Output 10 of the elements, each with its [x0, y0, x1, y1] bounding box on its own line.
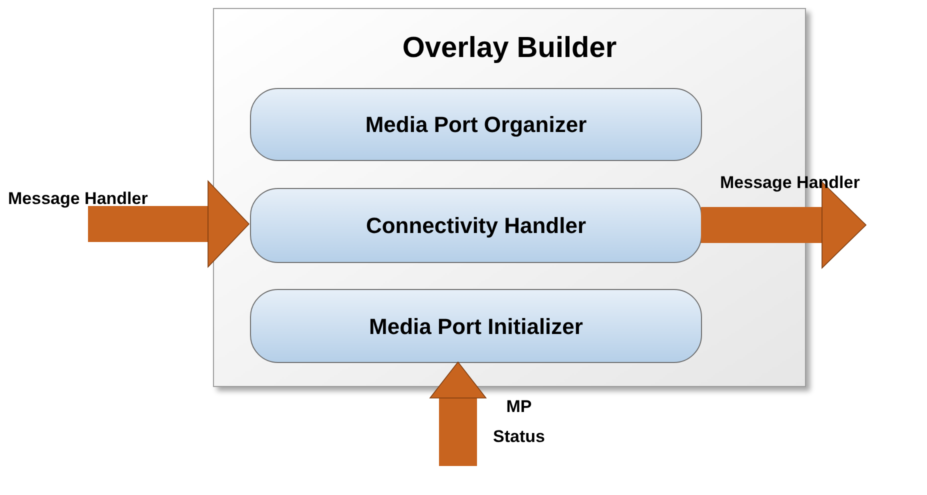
- module-label: Media Port Initializer: [369, 312, 583, 340]
- edge-label: Message Handler: [8, 188, 149, 210]
- edge-label: Message Handler: [720, 172, 861, 194]
- module-box: [250, 188, 702, 263]
- module-box: [250, 289, 702, 363]
- container-title: Overlay Builder: [401, 31, 618, 66]
- module-label: Media Port Organizer: [365, 111, 587, 139]
- module-box: [250, 88, 702, 161]
- edge-label: MP Status: [492, 396, 546, 448]
- module-label: Connectivity Handler: [366, 212, 586, 240]
